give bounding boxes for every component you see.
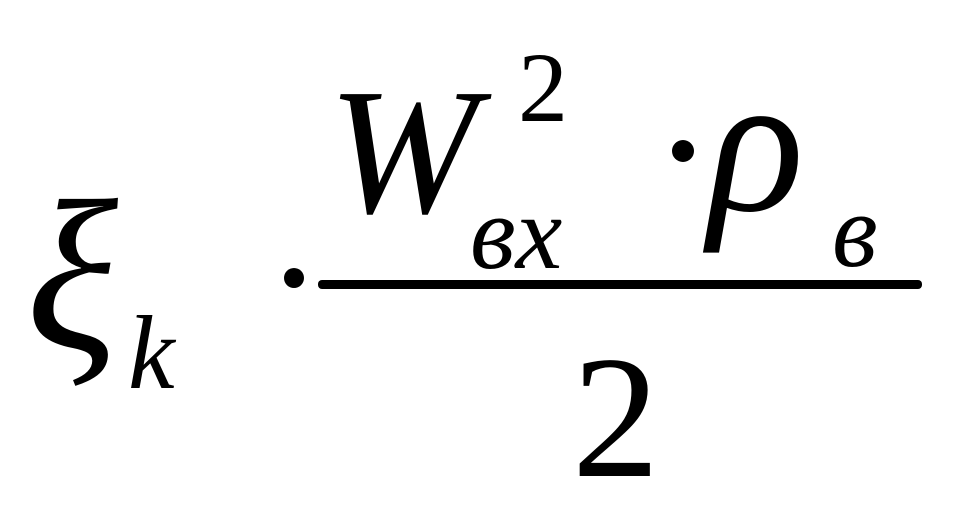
multiplication-dot	[284, 268, 304, 288]
fraction-bar	[318, 280, 922, 289]
xi-subscript: k	[128, 294, 175, 411]
velocity-subscript: вх	[470, 174, 563, 291]
denominator: 2	[572, 320, 660, 514]
numerator-multiplication-dot	[672, 140, 694, 162]
density-symbol: ρ	[708, 33, 804, 254]
velocity-symbol: W	[328, 52, 478, 251]
density-subscript: в	[832, 172, 878, 289]
velocity-exponent: 2	[518, 32, 568, 143]
xi-symbol: ξ	[26, 156, 119, 395]
